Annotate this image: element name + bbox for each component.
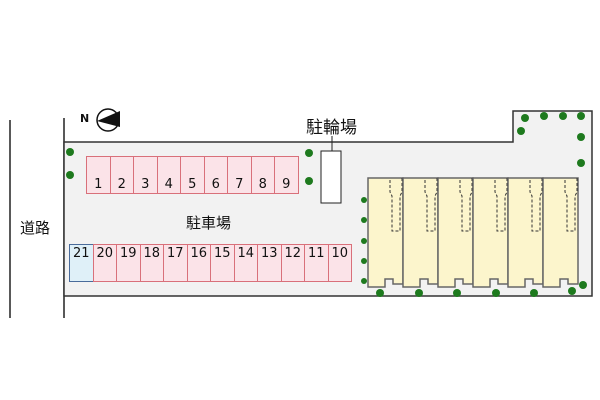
parking-space: 3 [133,156,158,194]
tree-icon [305,177,313,185]
parking-space: 11 [304,244,329,282]
tree-icon [517,127,525,135]
unit-interior-outline [459,178,473,232]
bicycle-parking-label: 駐輪場 [306,118,357,138]
parking-space: 2 [109,156,134,194]
parking-space: 4 [156,156,181,194]
parking-space: 20 [92,244,117,282]
tree-icon [568,287,576,295]
tree-icon [361,258,367,264]
building-unit [542,177,579,288]
parking-space: 7 [227,156,252,194]
parking-space: 19 [116,244,141,282]
apartment-building [367,177,579,288]
tree-icon [361,238,367,244]
tree-icon [361,278,367,284]
tree-icon [66,171,74,179]
parking-space: 12 [280,244,305,282]
tree-icon [540,112,548,120]
parking-space: 18 [139,244,164,282]
tree-icon [361,197,367,203]
parking-space: 8 [250,156,275,194]
parking-space: 6 [203,156,228,194]
parking-space: 21 [69,244,94,282]
tree-icon [577,159,585,167]
unit-interior-outline [389,178,403,232]
tree-icon [305,149,313,157]
tree-icon [376,289,384,297]
parking-space: 5 [180,156,205,194]
tree-icon [361,217,367,223]
building-unit [472,177,509,288]
north-label: N [80,112,90,125]
tree-icon [530,289,538,297]
tree-icon [415,289,423,297]
trees [66,112,587,297]
tree-icon [492,289,500,297]
compass-icon [96,108,120,132]
building-unit [367,177,404,288]
parking-space: 10 [327,244,352,282]
unit-interior-outline [564,178,578,232]
tree-icon [559,112,567,120]
tree-icon [66,148,74,156]
tree-icon [453,289,461,297]
parking-space: 1 [86,156,111,194]
parking-space: 16 [186,244,211,282]
tree-icon [521,114,529,122]
road-label: 道路 [20,219,51,237]
unit-interior-outline [424,178,438,232]
building-unit [437,177,474,288]
building-unit [507,177,544,288]
tree-icon [577,112,585,120]
parking-space: 15 [210,244,235,282]
tree-icon [577,133,585,141]
building-unit [402,177,439,288]
parking-space: 13 [257,244,282,282]
parking-space: 9 [274,156,299,194]
bicycle-parking-area [320,150,342,204]
unit-interior-outline [529,178,543,232]
parking-label: 駐車場 [186,214,232,232]
tree-icon [579,281,587,289]
parking-space: 17 [163,244,188,282]
unit-interior-outline [494,178,508,232]
parking-space: 14 [233,244,258,282]
